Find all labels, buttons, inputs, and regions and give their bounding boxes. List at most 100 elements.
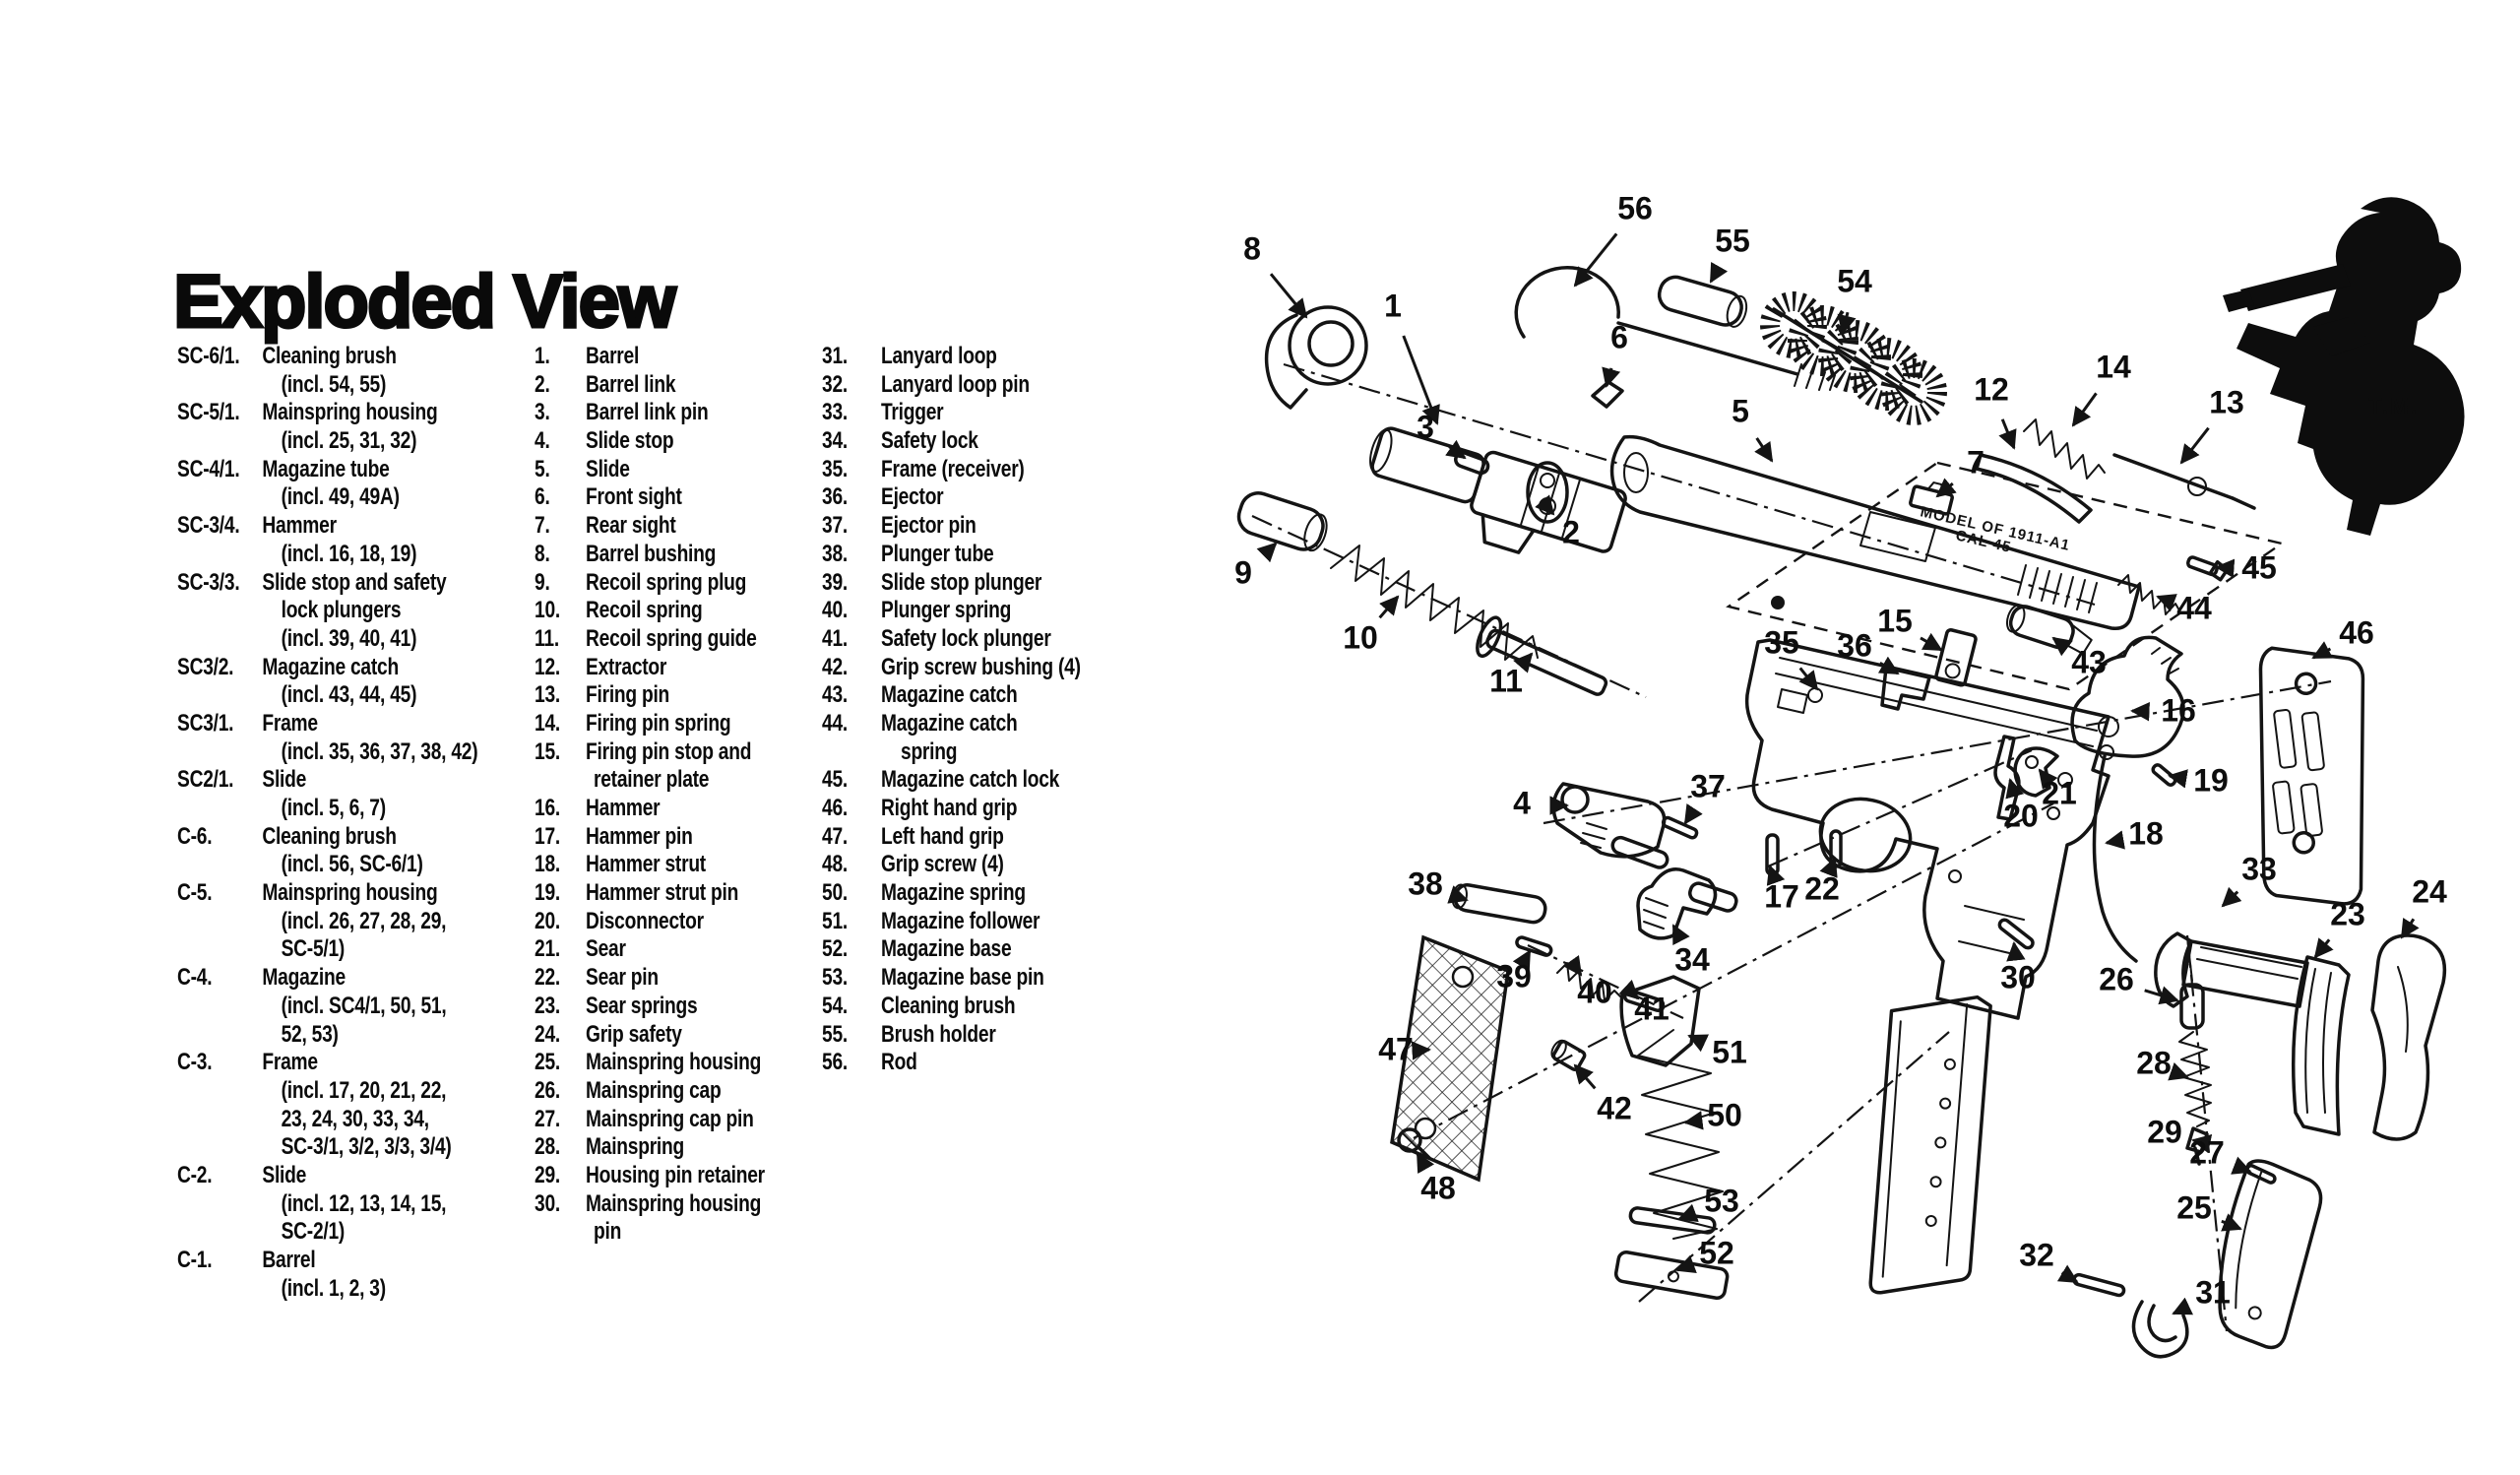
subassembly-row-cont: (incl. 26, 27, 28, 29, [281,907,447,934]
callout-number-42: 42 [1597,1090,1632,1125]
parts-row: 24.Grip safety [535,1021,765,1050]
callout-leader-39 [1512,949,1532,972]
callout-number-23: 23 [2330,896,2365,931]
small-dot-mark [1771,596,1785,609]
subassembly-row-cont: 23, 24, 30, 33, 34, [281,1105,429,1132]
firing-pin-stop-drawing [1934,628,1978,687]
callout-leader-33 [2221,886,2242,908]
parts-row-label: 36. [822,483,848,511]
parts-row: 7.Rear sight [535,512,765,541]
parts-row-label: 22. [535,964,560,992]
parts-row-label: 16. [535,795,560,821]
parts-row: 34.Safety lock [822,427,1081,456]
parts-row-label: 34. [822,427,848,455]
magazine-base-drawing [1613,1251,1730,1300]
callout-leader-9 [1256,542,1278,563]
callout-leader-13 [2179,426,2210,465]
callout-leader-46 [2311,641,2334,660]
subassembly-row-name: Magazine tube [262,455,390,482]
callout-number-17: 17 [1764,878,1799,914]
callout-leader-37 [1683,802,1703,825]
callout-number-56: 56 [1617,190,1653,225]
parts-row-label: 31. [822,343,848,369]
parts-row-label: 37. [822,512,848,540]
callout-number-31: 31 [2195,1274,2231,1310]
parts-row-name: Mainspring housing [586,1189,762,1217]
callout-number-34: 34 [1674,941,1710,977]
left-grip-drawing [1390,934,1510,1183]
parts-row-cont: pin [594,1218,622,1246]
parts-row: 40.Plunger spring [822,597,1081,625]
callout-leader-22 [1819,857,1838,878]
parts-row-name: Housing pin retainer [586,1161,765,1188]
hammer-pin-drawing [1765,833,1780,876]
parts-row-label: 1. [535,343,550,369]
parts-row: 47.Left hand grip [822,823,1081,852]
parts-row-name: Magazine spring [881,879,1026,907]
callout-leader-6 [1602,366,1621,388]
parts-row-name: Magazine catch lock [881,766,1060,794]
parts-row: 11.Recoil spring guide [535,625,765,654]
callout-number-6: 6 [1610,319,1628,354]
callout-leader-34 [1671,924,1690,946]
parts-row: 41.Safety lock plunger [822,625,1081,654]
parts-row-label: 28. [535,1133,560,1161]
parts-row-name: Slide stop [586,427,674,455]
hammer-strut-pin-drawing [2151,763,2177,787]
parts-row-name: Plunger spring [881,597,1012,624]
callout-number-11: 11 [1489,663,1523,698]
subassembly-row: C-5.Mainspring housing [177,879,477,908]
parts-row-label: 19. [535,879,560,907]
subassembly-row-cont: lock plungers [281,597,402,624]
parts-row: 42.Grip screw bushing (4) [822,654,1081,682]
extractor-drawing [1975,453,2093,524]
parts-row-label: 18. [535,851,560,878]
subassembly-row-cont: (incl. 25, 31, 32) [281,427,417,455]
parts-row-label: 35. [822,455,848,482]
parts-row: 35.Frame (receiver) [822,456,1081,484]
callout-leader-42 [1573,1063,1597,1090]
subassembly-row-cont: (incl. 54, 55) [281,370,387,398]
parts-row-name: Lanyard loop [881,343,997,369]
subassembly-row: C-2.Slide [177,1162,477,1190]
subassembly-row-cont: (incl. SC4/1, 50, 51, [281,992,447,1019]
subassembly-list: SC-6/1.Cleaning brush(incl. 54, 55)SC-5/… [177,343,478,1303]
parts-row: 5.Slide [535,456,765,484]
parts-row-name: Firing pin spring [586,709,731,737]
callout-number-2: 2 [1562,514,1580,549]
parts-row-name: Plunger tube [881,540,994,567]
subassembly-row-label: C-5. [177,879,213,907]
callout-leader-32 [2056,1264,2079,1284]
parts-row: 18. Hammer strut [535,851,765,879]
callout-number-22: 22 [1804,870,1840,906]
parts-row: 54.Cleaning brush [822,993,1081,1021]
parts-row-label: 54. [822,992,848,1019]
callout-number-48: 48 [1420,1170,1456,1205]
grip-screw-bushing-drawing [1550,1039,1587,1071]
parts-row-label: 13. [535,681,560,709]
magazine-catch-spring-drawing [2117,574,2180,615]
mainspring-housing-drawing [2218,1159,2323,1350]
callout-number-44: 44 [2176,590,2212,625]
mainspring-housing-pin-drawing [1997,918,2035,950]
callout-number-14: 14 [2096,349,2131,384]
callout-leader-16 [2130,702,2150,722]
callout-leader-10 [1378,595,1400,619]
parts-row-label: 24. [535,1020,560,1048]
subassembly-row-name: Mainspring housing [262,399,438,426]
parts-row: 13.Firing pin [535,681,765,710]
trademark-label: T.M. [2368,393,2419,418]
parts-row-label: 25. [535,1049,560,1076]
callout-leader-2 [1535,494,1555,516]
parts-row-name: Front sight [586,483,682,511]
parts-row-name: Magazine base [881,935,1012,963]
barrel-link-drawing [1526,461,1569,524]
callout-number-5: 5 [1732,393,1749,428]
parts-row: 53.Magazine base pin [822,964,1081,993]
subassembly-row-cont: SC-3/1, 3/2, 3/3, 3/4) [281,1133,452,1161]
subassembly-row: SC-3/4.Hammer [177,512,477,541]
callout-number-13: 13 [2209,384,2244,419]
callout-number-46: 46 [2339,614,2374,650]
parts-row-name: Hammer strut [586,851,706,878]
